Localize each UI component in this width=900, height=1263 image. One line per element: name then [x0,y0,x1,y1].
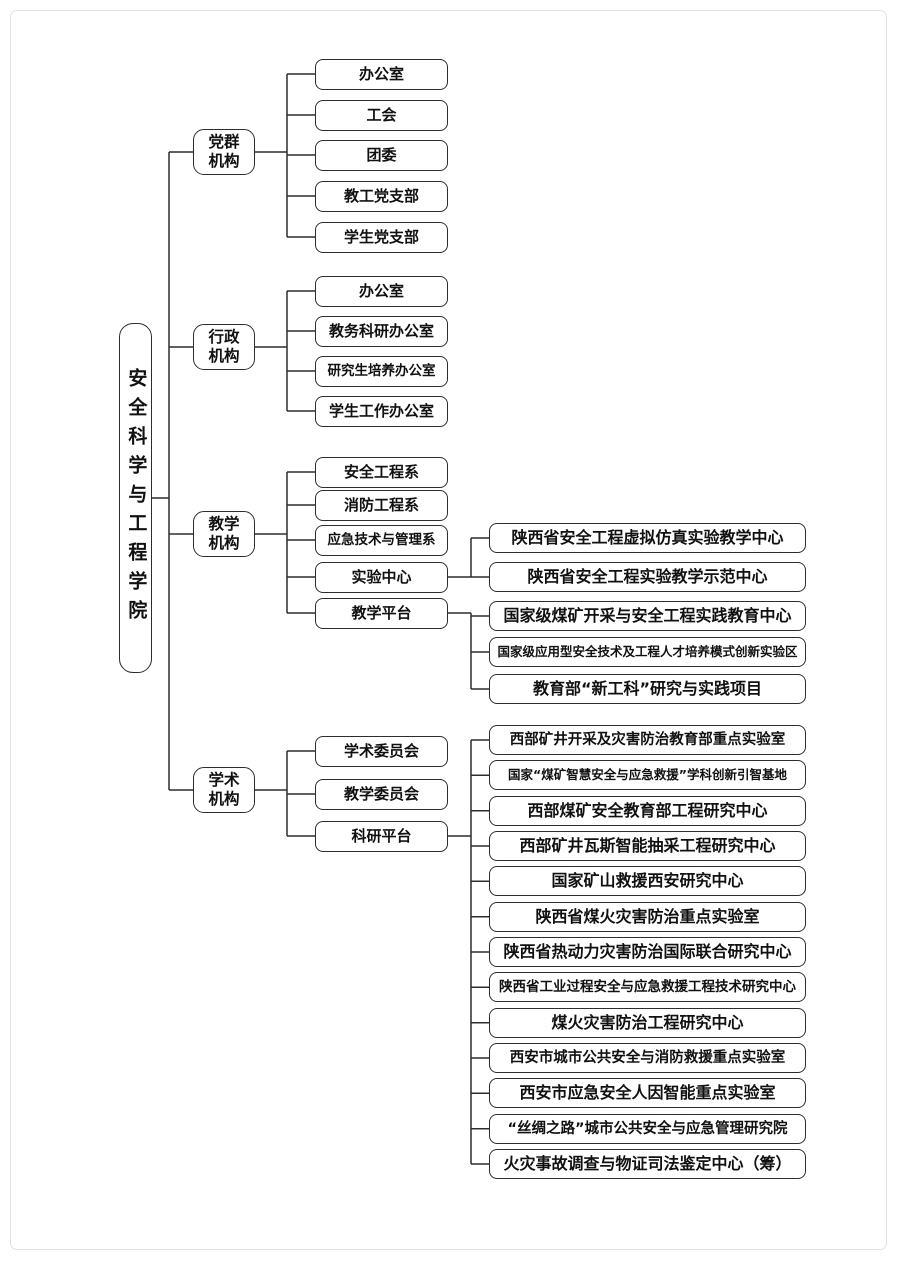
sub-node: 国家级应用型安全技术及工程人才培养模式创新实验区 [489,637,806,667]
dept-node: 科研平台 [315,820,448,852]
sub-node: 西部矿井瓦斯智能抽采工程研究中心 [489,831,806,861]
sub-node: 陕西省热动力灾害防治国际联合研究中心 [489,937,806,967]
sub-node: 陕西省安全工程实验教学示范中心 [489,562,806,592]
sub-node: 国家矿山救援西安研究中心 [489,866,806,897]
group-node: 教学 机构 [193,511,255,557]
dept-node: 学生党支部 [315,221,448,253]
group-node: 党群 机构 [193,129,255,175]
dept-node: 办公室 [315,275,448,307]
dept-node: 实验中心 [315,561,448,593]
sub-node: 国家“煤矿智慧安全与应急救援”学科创新引智基地 [489,760,806,791]
sub-node: 西部煤矿安全教育部工程研究中心 [489,795,806,826]
dept-node: 工会 [315,99,448,131]
sub-node: 西部矿井开采及灾害防治教育部重点实验室 [489,725,806,755]
dept-node: 学生工作办公室 [315,395,448,427]
sub-node: “丝绸之路”城市公共安全与应急管理研究院 [489,1113,806,1144]
sub-node: 西安市应急安全人因智能重点实验室 [489,1078,806,1109]
sub-node: 国家级煤矿开采与安全工程实践教育中心 [489,601,806,631]
sub-node: 陕西省煤火灾害防治重点实验室 [489,901,806,932]
dept-node: 教务科研办公室 [315,315,448,347]
dept-node: 安全工程系 [315,456,448,488]
group-node: 行政 机构 [193,324,255,370]
group-node: 学术 机构 [193,767,255,813]
dept-node: 团委 [315,139,448,171]
dept-node: 应急技术与管理系 [315,524,448,556]
dept-node: 办公室 [315,58,448,90]
dept-node: 教学委员会 [315,778,448,810]
dept-node: 教工党支部 [315,180,448,212]
dept-node: 研究生培养办公室 [315,355,448,387]
sub-node: 陕西省安全工程虚拟仿真实验教学中心 [489,523,806,553]
sub-node: 教育部“新工科”研究与实践项目 [489,674,806,704]
sub-node: 煤火灾害防治工程研究中心 [489,1007,806,1038]
sub-node: 火灾事故调查与物证司法鉴定中心（筹） [489,1149,806,1179]
sub-node: 陕西省工业过程安全与应急救援工程技术研究中心 [489,972,806,1003]
dept-node: 教学平台 [315,597,448,629]
sub-node: 西安市城市公共安全与消防救援重点实验室 [489,1043,806,1073]
dept-node: 学术委员会 [315,735,448,767]
root-node: 安全科学与工程学院 [119,323,152,673]
dept-node: 消防工程系 [315,489,448,521]
